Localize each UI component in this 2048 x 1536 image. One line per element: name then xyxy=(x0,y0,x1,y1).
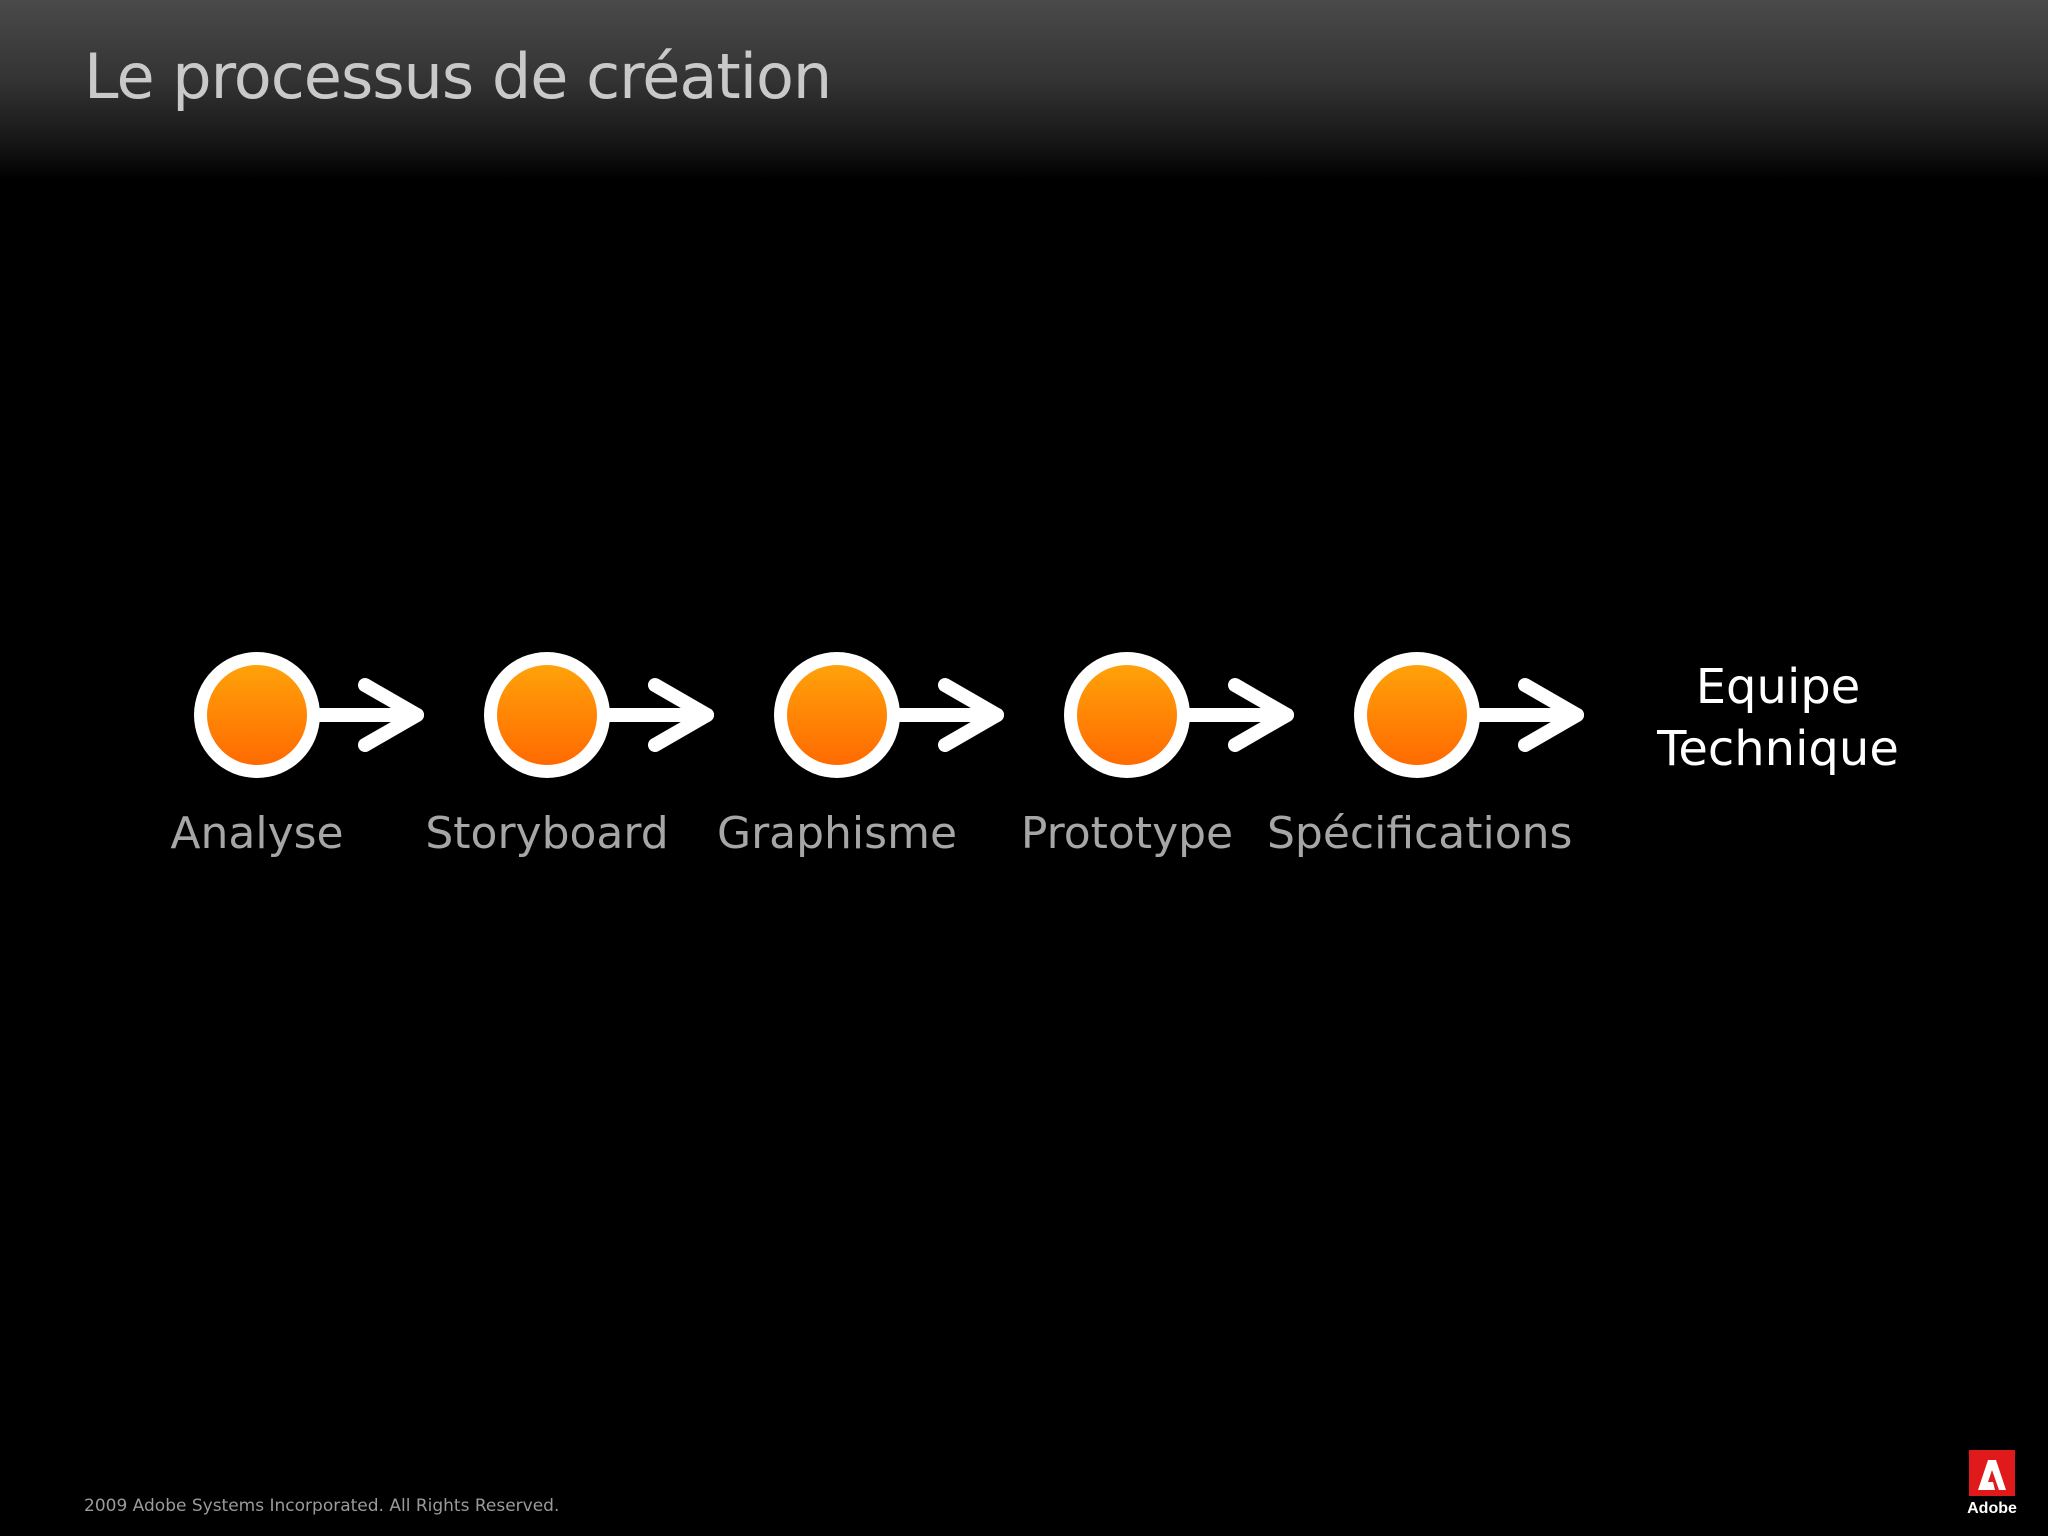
orange-circle-node-icon xyxy=(194,652,320,778)
step-label: Storyboard xyxy=(425,808,669,859)
destination-label: Equipe Technique xyxy=(1578,656,1978,780)
title-bar xyxy=(0,0,2048,180)
destination-line-2: Technique xyxy=(1657,721,1899,777)
orange-circle-node-icon xyxy=(1064,652,1190,778)
step-label: Spécifications xyxy=(1267,808,1573,859)
slide-title: Le processus de création xyxy=(84,40,832,113)
destination-line-1: Equipe xyxy=(1695,659,1861,715)
step-label: Graphisme xyxy=(716,808,958,859)
step-label: Prototype xyxy=(1020,808,1234,859)
orange-circle-node-icon xyxy=(484,652,610,778)
orange-circle-node-icon xyxy=(774,652,900,778)
copyright-footer: 2009 Adobe Systems Incorporated. All Rig… xyxy=(84,1496,560,1516)
step-label: Analyse xyxy=(170,808,344,859)
adobe-logo-mark xyxy=(1969,1450,2015,1496)
adobe-logo-icon: Adobe xyxy=(1962,1450,2022,1522)
logo-wordmark: Adobe xyxy=(1967,1500,2017,1517)
orange-circle-node-icon xyxy=(1354,652,1480,778)
